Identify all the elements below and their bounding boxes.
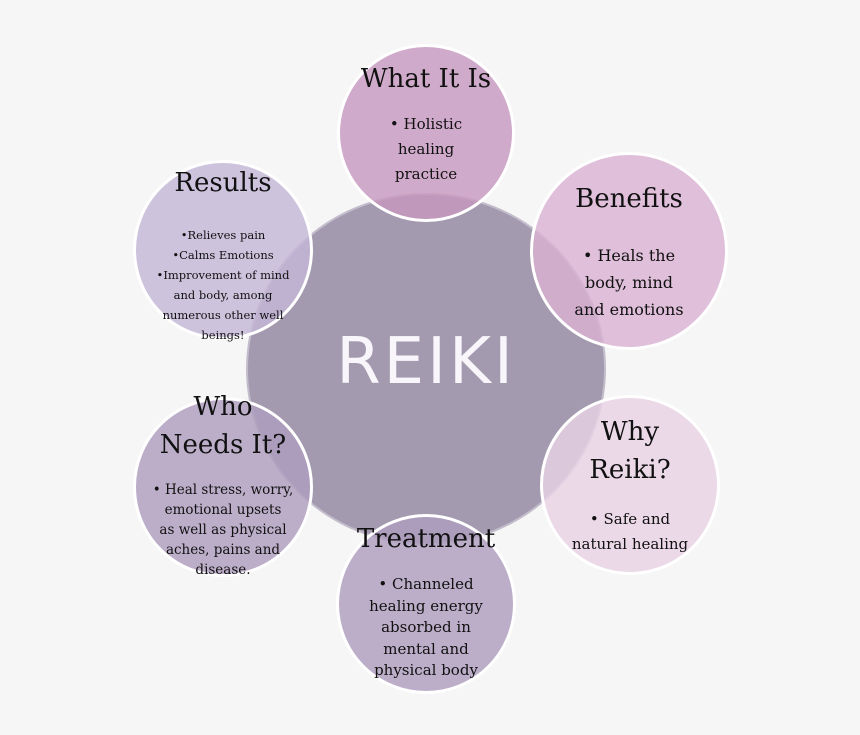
results-line-1: •Relieves pain bbox=[180, 228, 266, 242]
benefits-line-2: body, mind bbox=[584, 273, 674, 292]
who-line-5: disease. bbox=[195, 562, 251, 578]
treatment-text: • Channeled healing energy absorbed in m… bbox=[336, 574, 516, 682]
benefits-line-1: • Heals the bbox=[582, 246, 676, 265]
benefits-text: • Heals the body, mind and emotions bbox=[530, 242, 728, 323]
who-title-line-1: Who bbox=[193, 392, 253, 422]
what-it-is-text: • Holistic healing practice bbox=[337, 112, 515, 187]
treatment-title: Treatment bbox=[356, 524, 496, 554]
results-line-3: •Improvement of mind bbox=[156, 268, 290, 282]
results-line-6: beings! bbox=[201, 328, 245, 342]
what-line-3: practice bbox=[394, 165, 458, 183]
who-line-2: emotional upsets bbox=[164, 502, 282, 518]
what-it-is-title: What It Is bbox=[360, 64, 492, 94]
why-reiki-circle bbox=[540, 395, 720, 575]
treatment-line-2: healing energy bbox=[369, 596, 483, 615]
results-text: •Relieves pain •Calms Emotions •Improvem… bbox=[133, 225, 313, 345]
what-line-2: healing bbox=[397, 140, 455, 158]
why-line-2: natural healing bbox=[571, 535, 689, 553]
treatment-line-3: absorbed in bbox=[381, 618, 471, 636]
results-line-2: •Calms Emotions bbox=[172, 248, 274, 262]
results-line-4: and body, among bbox=[173, 288, 273, 302]
who-needs-it-text: • Heal stress, worry, emotional upsets a… bbox=[133, 480, 313, 580]
results-line-5: numerous other well bbox=[162, 308, 284, 322]
what-line-1: • Holistic bbox=[389, 115, 463, 133]
why-line-1: • Safe and bbox=[589, 510, 671, 528]
why-reiki-text: • Safe and natural healing bbox=[540, 507, 720, 557]
benefits-line-3: and emotions bbox=[574, 300, 684, 319]
treatment-circle bbox=[336, 514, 516, 694]
benefits-title: Benefits bbox=[575, 184, 683, 214]
what-it-is-circle bbox=[337, 44, 515, 222]
who-line-4: aches, pains and bbox=[165, 542, 281, 558]
why-reiki-title: Why Reiki? bbox=[540, 413, 720, 489]
who-line-1: • Heal stress, worry, bbox=[152, 482, 294, 498]
who-needs-it-title: Who Needs It? bbox=[133, 388, 313, 464]
who-needs-it-circle bbox=[133, 397, 313, 577]
who-line-3: as well as physical bbox=[159, 522, 287, 538]
who-title-line-2: Needs It? bbox=[159, 430, 287, 460]
why-title-line-1: Why bbox=[600, 417, 660, 447]
center-title: REIKI bbox=[336, 325, 516, 399]
treatment-line-5: physical body bbox=[374, 661, 478, 679]
results-circle bbox=[133, 160, 313, 340]
why-title-line-2: Reiki? bbox=[589, 455, 671, 485]
treatment-line-1: • Channeled bbox=[378, 575, 474, 593]
results-title: Results bbox=[174, 168, 272, 198]
benefits-circle bbox=[530, 152, 728, 350]
treatment-line-4: mental and bbox=[383, 639, 469, 658]
